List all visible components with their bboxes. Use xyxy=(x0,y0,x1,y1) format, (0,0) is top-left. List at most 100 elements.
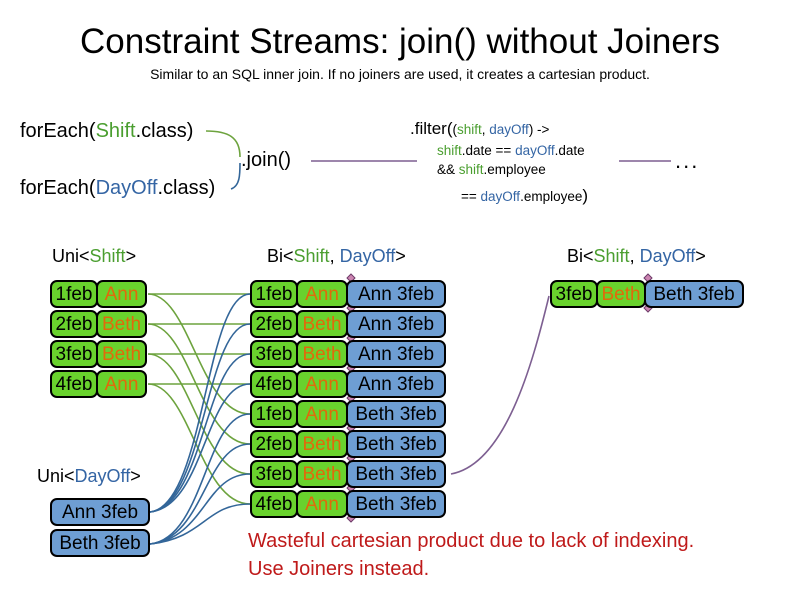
header-text: , xyxy=(329,246,340,266)
bi-shift-date-cell: 4feb xyxy=(250,490,298,518)
dayoff1-to-bi1-line xyxy=(149,293,251,513)
bi7-to-result-line xyxy=(450,295,550,475)
shift-row: 3feb Beth xyxy=(50,340,147,368)
bi-shift-employee-cell: Ann xyxy=(296,400,348,428)
bi-shift-employee-cell: Beth xyxy=(296,460,348,488)
dayoff-row: Beth 3feb xyxy=(50,529,150,557)
shift-arg-token: shift xyxy=(437,143,462,158)
code-text: .class) xyxy=(157,177,216,199)
header-text: , xyxy=(629,246,640,266)
dayoff-class-token: DayOff xyxy=(95,177,158,199)
join-code: .join() xyxy=(241,149,292,171)
filter-method-token: .filter( xyxy=(410,119,453,138)
header-text: > xyxy=(695,246,706,266)
continuation-ellipsis: ... xyxy=(675,148,700,173)
bi-row: 3feb Beth Ann 3feb xyxy=(250,340,446,368)
shift-employee-cell: Ann xyxy=(96,280,147,308)
dayoff-arg-token: dayOff xyxy=(480,189,521,204)
result-dayoff-cell: Beth 3feb xyxy=(644,280,744,308)
bi-dayoff-cell: Ann 3feb xyxy=(346,340,446,368)
shift-row: 1feb Ann xyxy=(50,280,147,308)
bi-middle-header: Bi<Shift, DayOff> xyxy=(267,246,406,267)
brace-shift-to-join-line xyxy=(205,130,241,158)
dayoff1-to-bi2-line xyxy=(149,323,251,513)
filter-code-line1: .filter((shift, dayOff) -> xyxy=(410,119,549,139)
header-text: Uni< xyxy=(52,246,90,266)
code-text: .employee xyxy=(520,189,583,204)
shift-type-token: Shift xyxy=(89,246,126,266)
bi-shift-employee-cell: Ann xyxy=(296,280,348,308)
bi-shift-employee-cell: Beth xyxy=(296,310,348,338)
bi-dayoff-cell: Ann 3feb xyxy=(346,280,446,308)
filter-code-line2: shift.date == dayOff.date xyxy=(437,143,585,158)
shift3-to-bi7-line xyxy=(147,353,251,475)
dayoff-cell: Beth 3feb xyxy=(50,529,150,557)
shift-employee-cell: Beth xyxy=(96,310,147,338)
code-text: forEach( xyxy=(20,177,96,199)
bi-row: 4feb Ann Ann 3feb xyxy=(250,370,446,398)
foreach-shift-code: forEach(Shift.class) xyxy=(20,120,193,143)
code-text: , xyxy=(481,122,490,137)
close-paren-token: ) xyxy=(582,186,589,205)
header-text: Uni< xyxy=(37,466,75,486)
bi-shift-date-cell: 1feb xyxy=(250,400,298,428)
bi-shift-date-cell: 3feb xyxy=(250,340,298,368)
bi-row: 4feb Ann Beth 3feb xyxy=(250,490,446,518)
shift-employee-cell: Ann xyxy=(96,370,147,398)
dayoff-arg-token: dayOff xyxy=(489,122,529,137)
header-text: > xyxy=(395,246,406,266)
shift-employee-cell: Beth xyxy=(96,340,147,368)
filter-code-line4: == dayOff.employee) xyxy=(461,186,588,206)
bi-shift-date-cell: 3feb xyxy=(250,460,298,488)
dayoff2-to-bi5-line xyxy=(149,413,251,545)
bi-result-row: 3feb Beth Beth 3feb xyxy=(550,280,744,308)
shift-type-token: Shift xyxy=(593,246,630,266)
bi-row: 1feb Ann Ann 3feb xyxy=(250,280,446,308)
bi-row: 3feb Beth Beth 3feb xyxy=(250,460,446,488)
dayoff1-to-bi4-line xyxy=(149,383,251,513)
bi-row: 2feb Beth Beth 3feb xyxy=(250,430,446,458)
warning-note: Wasteful cartesian product due to lack o… xyxy=(248,527,694,583)
uni-shift-table: 1feb Ann 2feb Beth 3feb Beth 4feb Ann xyxy=(50,280,147,398)
dayoff-row: Ann 3feb xyxy=(50,498,150,526)
foreach-dayoff-code: forEach(DayOff.class) xyxy=(20,177,215,200)
shift-arg-token: shift xyxy=(457,122,482,137)
code-text: .date xyxy=(554,143,585,158)
dayoff-cell: Ann 3feb xyxy=(50,498,150,526)
shift-date-cell: 3feb xyxy=(50,340,98,368)
bi-shift-employee-cell: Beth xyxy=(296,430,348,458)
code-text: .class) xyxy=(135,120,194,142)
dayoff1-to-bi3-line xyxy=(149,353,251,513)
code-text: ( xyxy=(452,122,458,137)
shift-class-token: Shift xyxy=(95,120,136,142)
code-text: .employee xyxy=(483,162,546,177)
header-text: Bi< xyxy=(267,246,294,266)
bi-dayoff-cell: Beth 3feb xyxy=(346,400,446,428)
brace-dayoff-to-join-line xyxy=(230,162,241,190)
bi-shift-date-cell: 4feb xyxy=(250,370,298,398)
uni-dayoff-header: Uni<DayOff> xyxy=(37,466,141,487)
header-text: > xyxy=(125,246,137,266)
shift2-to-bi6-line xyxy=(147,323,251,445)
dayoff2-to-bi6-line xyxy=(149,443,251,545)
warning-note-line1: Wasteful cartesian product due to lack o… xyxy=(248,530,695,552)
shift1-to-bi5-line xyxy=(147,293,251,415)
dayoff-type-token: DayOff xyxy=(74,466,131,486)
result-shift-date-cell: 3feb xyxy=(550,280,598,308)
shift-row: 4feb Ann xyxy=(50,370,147,398)
uni-dayoff-table: Ann 3feb Beth 3feb xyxy=(50,498,150,557)
bi-row: 1feb Ann Beth 3feb xyxy=(250,400,446,428)
shift-date-cell: 1feb xyxy=(50,280,98,308)
bi-dayoff-cell: Ann 3feb xyxy=(346,310,446,338)
code-text: forEach( xyxy=(20,120,96,142)
bi-shift-employee-cell: Ann xyxy=(296,490,348,518)
dayoff-type-token: DayOff xyxy=(639,246,696,266)
code-text: ) -> xyxy=(528,122,550,137)
code-text: .date == xyxy=(461,143,516,158)
dayoff-arg-token: dayOff xyxy=(515,143,555,158)
bi-dayoff-cell: Beth 3feb xyxy=(346,430,446,458)
shift-arg-token: shift xyxy=(458,162,484,177)
filter-code-line3: && shift.employee xyxy=(437,162,546,177)
header-text: Bi< xyxy=(567,246,594,266)
